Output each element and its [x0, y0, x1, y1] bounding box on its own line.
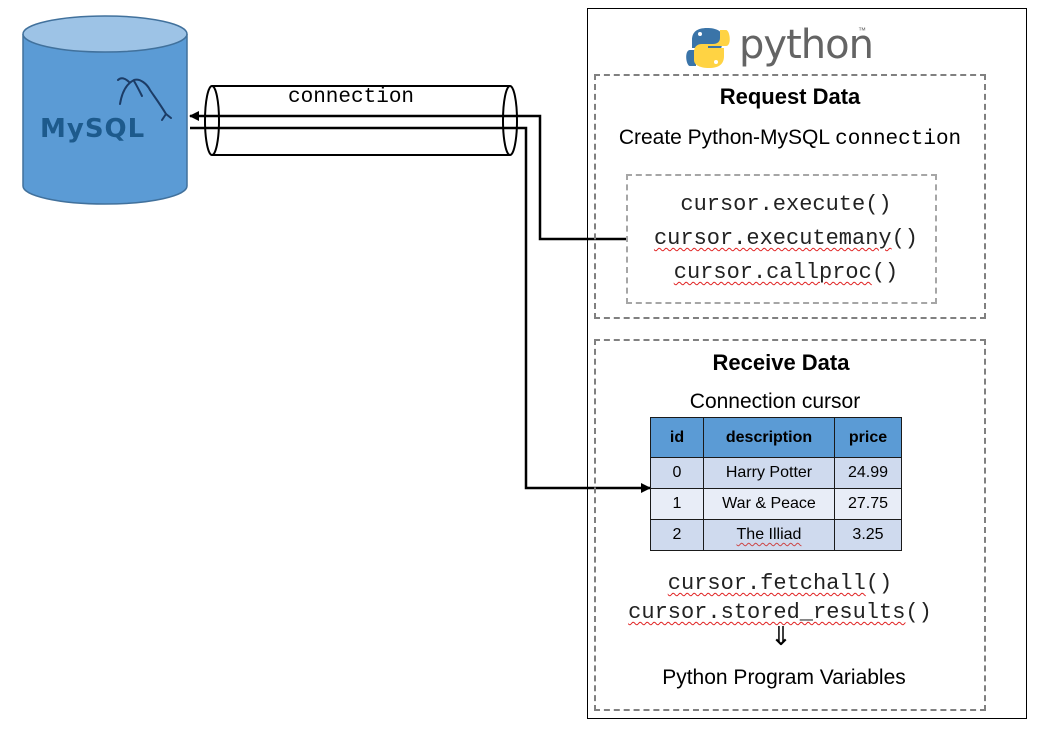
- request-subtitle-code: connection: [835, 128, 962, 151]
- table-row: 1 War & Peace 27.75: [650, 488, 902, 520]
- method-execute-name: cursor.execute: [680, 192, 866, 217]
- connection-label: connection: [288, 86, 415, 109]
- request-subtitle-text: Create Python-MySQL: [618, 126, 830, 149]
- python-variables-label: Python Program Variables: [662, 666, 906, 689]
- method-executemany-name: cursor.executemany: [653, 226, 892, 251]
- table-cell-text: The Illiad: [736, 526, 802, 543]
- receive-subtitle: Connection cursor: [689, 390, 861, 413]
- result-table: id description price 0 Harry Potter 24.9…: [650, 417, 902, 551]
- table-header-row: id description price: [650, 417, 902, 458]
- receive-data-title: Receive Data: [712, 350, 850, 375]
- receive-arrow: [190, 126, 651, 493]
- table-cell: 1: [650, 488, 704, 520]
- column-header-description: description: [703, 417, 835, 458]
- method-execute: cursor.execute(): [626, 192, 946, 217]
- cursor-methods-box: [626, 174, 937, 304]
- method-stored-results-parens: (): [905, 600, 932, 625]
- down-arrow-icon: ⇓: [770, 622, 792, 652]
- python-panel: [587, 8, 1027, 719]
- python-wordmark: python: [739, 22, 874, 68]
- database-cylinder: [22, 15, 188, 205]
- dolphin-icon: [117, 77, 172, 121]
- table-cell: 0: [650, 457, 704, 489]
- method-executemany: cursor.executemany(): [626, 226, 946, 251]
- method-fetchall-parens: (): [865, 571, 893, 596]
- table-cell: 3.25: [834, 519, 902, 551]
- method-stored-results: cursor.stored_results(): [600, 600, 960, 625]
- method-fetchall-name: cursor.fetchall: [667, 571, 866, 596]
- column-header-price: price: [834, 417, 902, 458]
- request-data-title: Request Data: [719, 84, 861, 109]
- table-row: 2 The Illiad 3.25: [650, 519, 902, 551]
- method-callproc-name: cursor.callproc: [673, 260, 872, 285]
- method-fetchall: cursor.fetchall(): [620, 571, 940, 596]
- table-cell: The Illiad: [703, 519, 835, 551]
- trademark-symbol: ™: [858, 26, 866, 35]
- method-executemany-parens: (): [891, 226, 919, 251]
- request-arrow: [189, 111, 627, 241]
- request-data-box: [594, 74, 986, 319]
- method-callproc: cursor.callproc(): [626, 260, 946, 285]
- table-cell: 2: [650, 519, 704, 551]
- table-cell: 27.75: [834, 488, 902, 520]
- connection-pipe: [204, 85, 518, 156]
- table-cell: 24.99: [834, 457, 902, 489]
- column-header-id: id: [650, 417, 704, 458]
- mysql-logo-text: MySQL: [40, 114, 146, 144]
- table-row: 0 Harry Potter 24.99: [650, 457, 902, 489]
- method-callproc-parens: (): [871, 260, 899, 285]
- method-stored-results-name: cursor.stored_results: [628, 600, 906, 625]
- table-cell: Harry Potter: [703, 457, 835, 489]
- python-logo-icon: [686, 28, 730, 68]
- request-subtitle: Create Python-MySQL connection: [594, 126, 986, 151]
- receive-data-box: [594, 339, 986, 711]
- table-cell: War & Peace: [703, 488, 835, 520]
- method-execute-parens: (): [865, 192, 892, 217]
- mysql-logo: MySQL: [40, 114, 145, 144]
